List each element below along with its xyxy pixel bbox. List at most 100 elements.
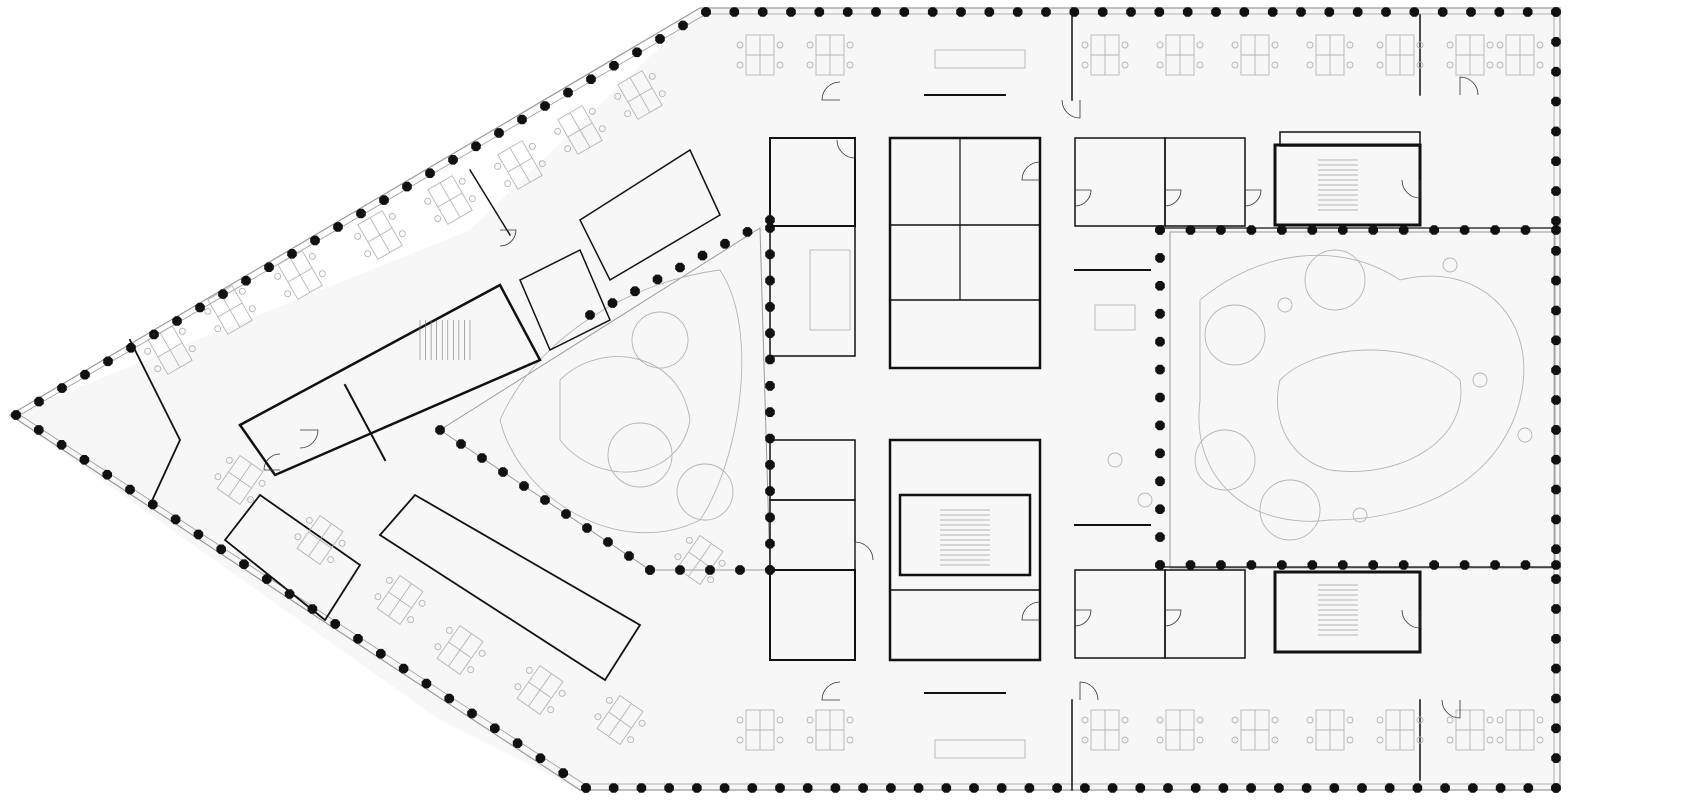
column-icon [1551, 395, 1561, 405]
desk-cluster [374, 574, 426, 626]
column-icon [402, 181, 412, 192]
column-icon [193, 529, 204, 540]
desk-cluster [1231, 709, 1279, 751]
column-icon [1551, 225, 1561, 235]
column-icon [630, 286, 640, 297]
column-icon [1352, 7, 1363, 17]
desk-cluster [514, 664, 566, 716]
desk-cluster [1496, 34, 1544, 76]
column-icon [307, 604, 318, 614]
door-icon [1079, 681, 1099, 701]
floor-area [10, 8, 1560, 790]
desk-cluster [214, 454, 266, 506]
desk-cluster [294, 514, 346, 566]
column-icon [444, 693, 454, 704]
door-icon [821, 681, 841, 701]
column-icon [636, 783, 647, 793]
column-icon [664, 783, 674, 793]
column-icon [585, 310, 595, 320]
column-icon [1551, 454, 1561, 465]
column-icon [264, 262, 274, 272]
desk-cluster [434, 624, 486, 676]
column-icon [34, 396, 44, 407]
column-icon [376, 648, 386, 659]
column-icon [1277, 225, 1287, 235]
column-icon [1490, 225, 1500, 235]
column-icon [1307, 560, 1318, 570]
column-icon [471, 141, 481, 152]
column-icon [608, 783, 619, 793]
column-icon [652, 274, 663, 285]
column-icon [675, 565, 685, 575]
tree-icon [607, 422, 673, 488]
column-icon [1551, 753, 1561, 763]
door-icon [1459, 76, 1479, 96]
column-icon [765, 407, 775, 417]
column-icon [692, 783, 702, 793]
column-icon [477, 453, 487, 463]
column-icon [886, 783, 896, 793]
column-icon [830, 783, 841, 793]
column-icon [607, 298, 618, 308]
column-icon [1398, 560, 1409, 570]
column-icon [125, 484, 135, 495]
door-icon [1164, 189, 1182, 207]
desk-cluster [1081, 709, 1129, 751]
column-icon [842, 7, 853, 17]
desk-cluster [736, 709, 784, 751]
column-icon [765, 538, 775, 549]
column-icon [1218, 783, 1229, 793]
column-icon [1495, 783, 1506, 793]
desk-cluster [674, 534, 726, 586]
column-icon [435, 425, 445, 435]
column-icon [765, 354, 775, 365]
column-icon [1097, 7, 1108, 17]
column-icon [1551, 156, 1561, 166]
round-table [1517, 427, 1533, 443]
column-icon [1551, 723, 1561, 734]
column-icon [102, 469, 112, 480]
column-icon [899, 7, 910, 17]
column-icon [586, 74, 596, 84]
column-icon [765, 275, 775, 286]
column-icon [1126, 7, 1136, 17]
column-icon [1052, 783, 1062, 793]
column-icon [1155, 364, 1165, 375]
column-icon [1494, 7, 1505, 17]
column-icon [517, 114, 527, 125]
column-icon [765, 223, 775, 233]
column-icon [79, 455, 90, 465]
column-icon [519, 481, 529, 491]
column-icon [563, 87, 573, 98]
column-icon [1551, 484, 1561, 495]
column-icon [218, 289, 228, 299]
column-icon [1551, 216, 1561, 226]
column-icon [1523, 783, 1534, 793]
stair-icon [1318, 584, 1358, 636]
tree-icon [1304, 249, 1366, 311]
column-icon [1551, 574, 1561, 584]
column-icon [645, 565, 655, 575]
column-icon [1155, 448, 1165, 459]
column-icon [1277, 560, 1287, 570]
column-icon [148, 499, 158, 510]
column-icon [170, 514, 181, 525]
desk-cluster [424, 175, 476, 225]
round-table [1137, 492, 1153, 508]
door-icon [1061, 99, 1081, 119]
column-icon [262, 574, 272, 584]
column-icon [1398, 225, 1409, 235]
column-icon [1182, 7, 1193, 17]
column-icon [172, 316, 182, 326]
column-icon [1368, 225, 1378, 235]
column-icon [494, 128, 504, 138]
column-icon [786, 7, 796, 17]
column-icon [927, 7, 938, 17]
column-icon [1551, 425, 1561, 435]
round-table [1352, 507, 1368, 523]
column-icon [802, 783, 813, 793]
stair-icon [940, 509, 990, 566]
column-icon [1429, 225, 1439, 235]
column-icon [1041, 7, 1051, 17]
tree-icon [1259, 479, 1321, 541]
